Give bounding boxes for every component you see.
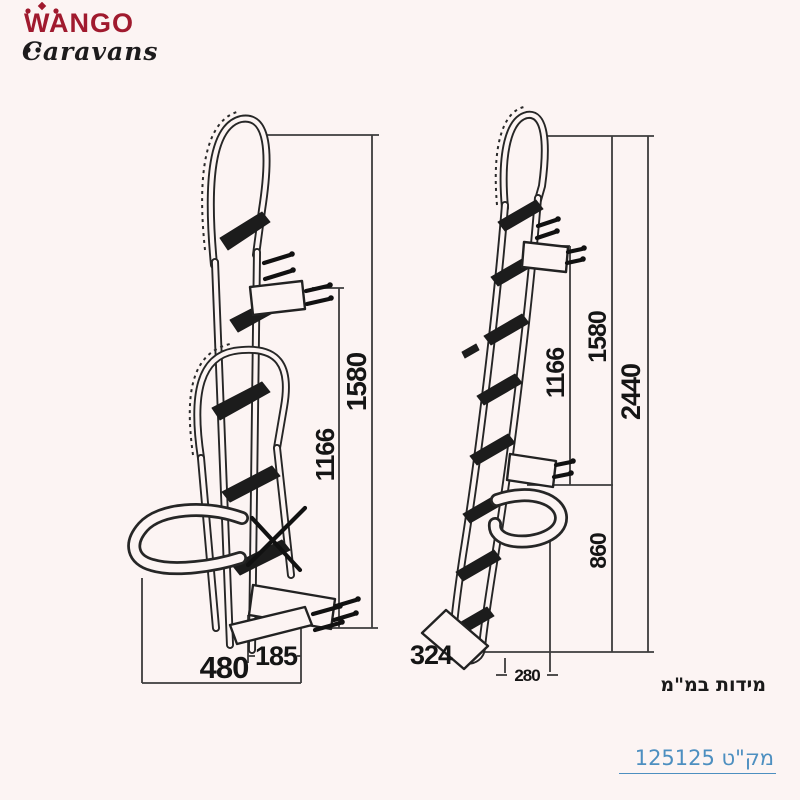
folded-ladder-drawing xyxy=(127,111,361,654)
crown-icon xyxy=(25,2,59,14)
dim-label-extended-foot: 324 xyxy=(410,640,453,670)
sku-link[interactable]: מק"ט 125125 xyxy=(618,746,776,774)
brand-name: WANGO xyxy=(24,8,134,38)
dim-label-folded-total: 1580 xyxy=(341,352,372,411)
dim-label-extended-mid: 1166 xyxy=(542,348,570,398)
dim-label-extended-total: 2440 xyxy=(616,364,646,420)
extended-ladder-drawing xyxy=(420,106,587,671)
units-note: מידות במ"מ xyxy=(660,674,766,696)
folded-ladder-view: 1580 1166 480 185 xyxy=(127,111,379,685)
logo: WANGO Caravans xyxy=(22,2,192,66)
dim-label-extended-width: 280 xyxy=(514,666,540,685)
dim-label-folded-mid: 1166 xyxy=(310,428,340,481)
extended-ladder-view: 1166 1580 2440 860 324 280 xyxy=(410,106,654,685)
folded-dimension-lines xyxy=(141,134,379,684)
dim-label-extended-upper: 1580 xyxy=(584,311,612,363)
dim-label-extended-lower: 860 xyxy=(585,533,611,569)
panda-ears-icon xyxy=(25,47,41,53)
dim-label-folded-width: 480 xyxy=(200,650,249,685)
extended-dimension-lines xyxy=(470,135,654,676)
dim-label-folded-depth: 185 xyxy=(255,641,298,671)
brand-subtitle: Caravans xyxy=(22,37,159,66)
